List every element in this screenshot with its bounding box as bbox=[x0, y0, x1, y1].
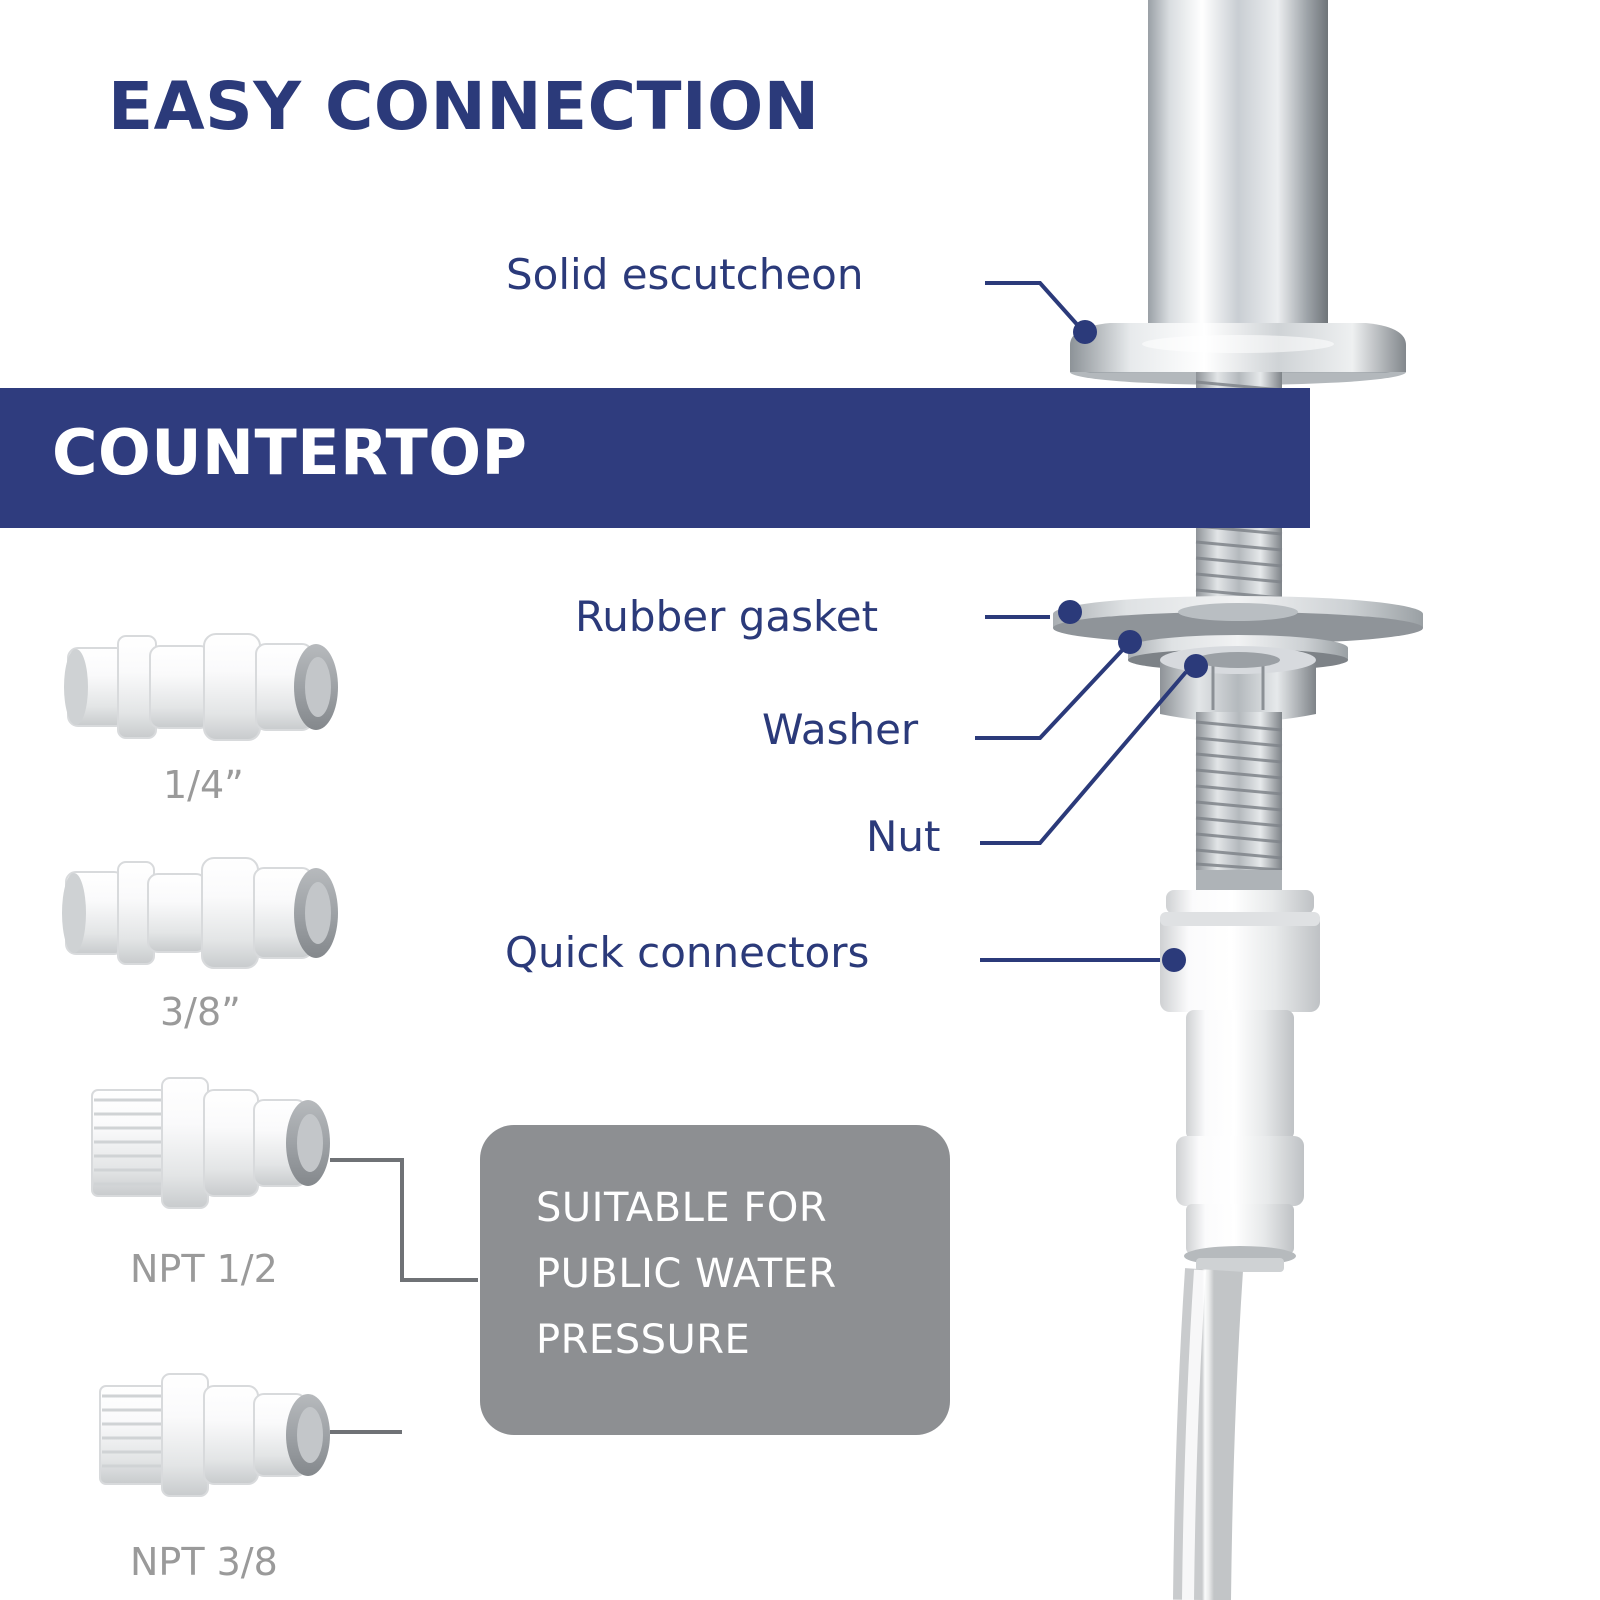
fitting-caption-quarter: 1/4” bbox=[163, 763, 244, 807]
nut-part bbox=[1160, 646, 1316, 722]
note-box bbox=[480, 1125, 950, 1435]
washer-part bbox=[1128, 635, 1348, 671]
countertop-band bbox=[0, 388, 1310, 528]
callout-label-nut: Nut bbox=[866, 812, 941, 861]
quick-connector-part bbox=[1160, 890, 1320, 1272]
note-line-2: PUBLIC WATER bbox=[536, 1251, 837, 1297]
callout-label-quick-connectors: Quick connectors bbox=[505, 928, 870, 977]
countertop-label: COUNTERTOP bbox=[52, 416, 528, 489]
fitting-npt-three-eighth bbox=[99, 1373, 330, 1497]
page-title: EASY CONNECTION bbox=[108, 68, 820, 145]
note-text: SUITABLE FOR PUBLIC WATER PRESSURE bbox=[536, 1175, 936, 1373]
fitting-quarter bbox=[64, 633, 338, 741]
fitting-three-eighth bbox=[62, 857, 338, 969]
fitting-caption-three-eighth: 3/8” bbox=[160, 990, 241, 1034]
callout-label-washer: Washer bbox=[762, 705, 919, 754]
note-line-1: SUITABLE FOR bbox=[536, 1185, 828, 1231]
note-line-3: PRESSURE bbox=[536, 1317, 751, 1363]
callout-label-solid-escutcheon: Solid escutcheon bbox=[506, 250, 864, 299]
solid-escutcheon-part bbox=[1070, 323, 1406, 385]
fitting-caption-npt-half: NPT 1/2 bbox=[130, 1247, 278, 1291]
rubber-gasket-part bbox=[1053, 596, 1423, 644]
faucet-chrome-stem bbox=[1148, 0, 1328, 346]
fitting-caption-npt-three-eighth: NPT 3/8 bbox=[130, 1540, 278, 1584]
callout-label-rubber-gasket: Rubber gasket bbox=[575, 592, 879, 641]
threaded-shank-lower bbox=[1195, 712, 1283, 892]
fitting-npt-half bbox=[91, 1077, 330, 1209]
water-hose bbox=[1173, 1268, 1243, 1600]
note-bracket bbox=[330, 1158, 478, 1434]
